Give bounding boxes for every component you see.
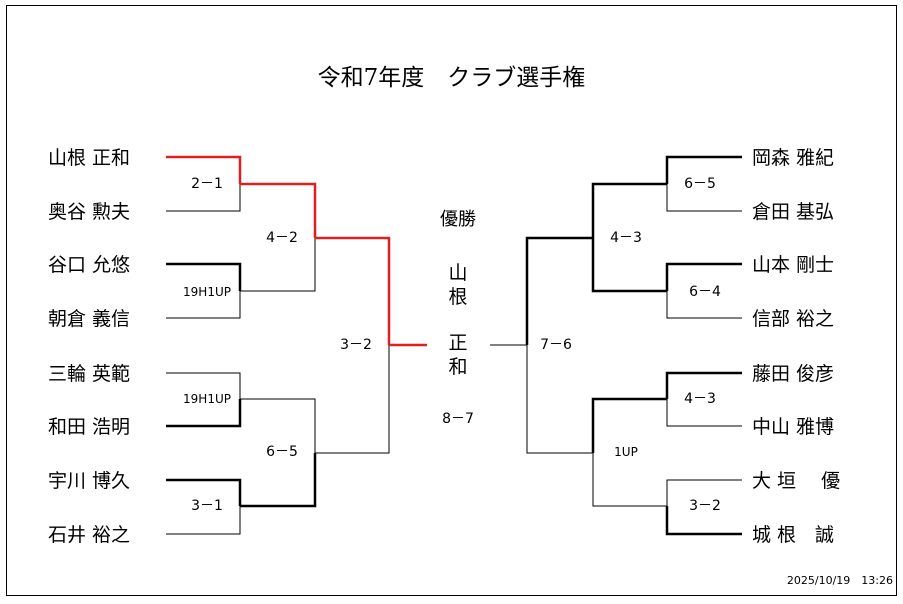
right-r2-score-2: 1UP: [614, 445, 638, 459]
left-r2-line-a: [240, 182, 317, 238]
right-r1-line-p5: [665, 371, 742, 399]
right-r3-score-1: 7－6: [540, 337, 572, 353]
right-r2-line-c: [591, 397, 667, 453]
right-r2-score-1: 4－3: [610, 230, 642, 246]
left-r2-line-c: [240, 398, 316, 453]
right-r1-line-p3: [665, 262, 742, 291]
left-r1-line-p3: [166, 262, 242, 291]
left-r2-line-d: [240, 453, 317, 508]
right-r3-line-b: [526, 345, 593, 454]
right-r2-line-a: [591, 182, 667, 238]
right-r1-line-p2: [666, 184, 742, 212]
left-player-3: 谷口 允悠: [48, 254, 131, 276]
left-r3-line-a: [315, 236, 391, 345]
right-player-8: 城 根 誠: [752, 524, 835, 546]
page-title: 令和7年度 クラブ選手権: [317, 65, 586, 91]
bracket-frame: [6, 5, 897, 596]
right-player-1: 岡森 雅紀: [752, 147, 835, 169]
champion-name-char: 根: [448, 286, 468, 308]
right-r1-score-1: 6－5: [684, 176, 716, 192]
left-r1-score-3: 19H1UP: [183, 392, 231, 406]
left-r1-line-p7: [166, 478, 242, 506]
right-r3-line-a: [525, 236, 593, 345]
right-r1-line-p8: [665, 506, 742, 536]
left-player-2: 奥谷 勲夫: [48, 201, 131, 223]
right-player-6: 中山 雅博: [752, 416, 835, 438]
right-r1-line-p7: [666, 479, 742, 506]
champion-name-char: 正: [448, 332, 468, 354]
left-r1-score-1: 2－1: [191, 176, 223, 192]
right-player-4: 信部 裕之: [752, 308, 835, 330]
champion-label: 優勝: [440, 209, 476, 230]
right-player-3: 山本 剛士: [752, 254, 835, 276]
left-r3-score-1: 3－2: [340, 337, 372, 353]
right-r1-line-p1: [665, 155, 742, 184]
left-r1-line-p1: [166, 155, 242, 184]
champion-name-char: 和: [448, 356, 468, 378]
right-r1-score-2: 6－4: [689, 284, 721, 300]
left-r1-line-p4: [166, 291, 241, 319]
left-player-4: 朝倉 義信: [48, 308, 131, 330]
left-r2-line-b: [240, 238, 316, 292]
left-player-8: 石井 裕之: [48, 524, 131, 546]
left-r1-line-p8: [166, 506, 241, 535]
champion-name-char: 山: [448, 262, 468, 284]
final-score: 8－7: [442, 411, 474, 427]
right-r1-line-p4: [666, 291, 742, 319]
left-player-1: 山根 正和: [48, 147, 131, 169]
right-player-2: 倉田 基弘: [752, 201, 835, 223]
right-r2-line-d: [592, 453, 667, 507]
left-r3-line-b: [315, 345, 390, 454]
right-player-5: 藤田 俊彦: [752, 363, 835, 385]
left-player-7: 宇川 博久: [48, 470, 131, 492]
left-r1-score-4: 3－1: [191, 498, 223, 514]
left-r1-line-p6: [166, 399, 242, 428]
left-r1-score-2: 19H1UP: [183, 285, 231, 299]
right-r1-score-3: 4－3: [684, 391, 716, 407]
right-r2-line-b: [591, 238, 667, 293]
left-r1-line-p5: [166, 372, 241, 399]
left-r2-score-2: 6－5: [266, 444, 298, 460]
left-r1-line-p2: [166, 184, 241, 212]
right-r1-line-p6: [666, 399, 742, 427]
left-r2-score-1: 4－2: [266, 230, 298, 246]
left-player-5: 三輪 英範: [48, 363, 131, 385]
left-player-6: 和田 浩明: [48, 416, 131, 438]
right-player-7: 大 垣 優: [752, 470, 841, 492]
right-r1-score-4: 3－2: [689, 498, 721, 514]
timestamp: 2025/10/19 13:26: [786, 574, 893, 587]
